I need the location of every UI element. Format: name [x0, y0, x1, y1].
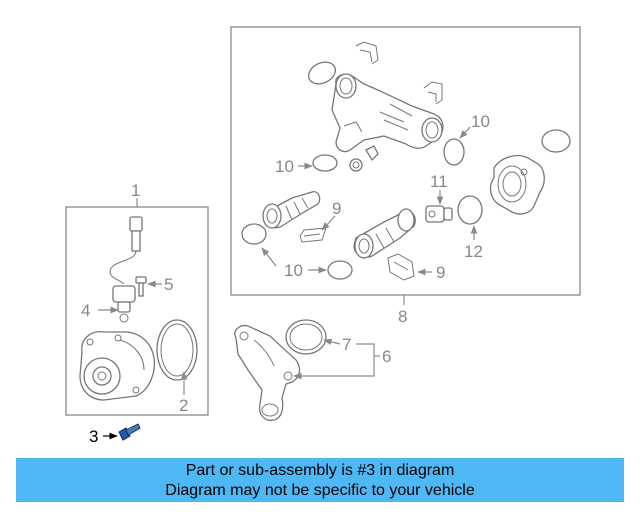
callout-6: 6: [382, 347, 391, 366]
sensor-part-4: [109, 216, 143, 323]
clip-part-top-left: [355, 41, 379, 65]
callout-7: 7: [342, 335, 351, 354]
callout-1: 1: [131, 181, 140, 200]
group-box-8: [230, 26, 581, 296]
hose-part-middle: [353, 208, 416, 259]
banner-line-1: Part or sub-assembly is #3 in diagram: [185, 462, 455, 479]
callout-10-middle: 10: [275, 157, 294, 176]
o-ring-part-10b: [443, 138, 465, 166]
clip-part-top-right: [423, 81, 443, 105]
o-ring-part-10c: [241, 223, 267, 245]
callout-9-lower: 9: [436, 263, 445, 282]
hose-part-left: [262, 191, 321, 229]
flange-pipe-part-6: [234, 324, 301, 421]
o-ring-part-10a: [312, 154, 338, 172]
fitting-part: [349, 145, 379, 172]
o-ring-far-right: [541, 129, 571, 153]
gasket-part-7: [285, 319, 327, 355]
o-ring-part-12: [457, 195, 483, 225]
callout-10-bottom: 10: [284, 261, 303, 280]
callout-4: 4: [81, 301, 90, 320]
clip-part-9a: [299, 227, 327, 243]
info-banner: Part or sub-assembly is #3 in diagram Di…: [16, 458, 624, 502]
outlet-housing-part: [489, 154, 545, 215]
screw-part-5: [135, 276, 147, 297]
callout-2: 2: [179, 396, 188, 415]
bolt-part-3[interactable]: [118, 423, 141, 441]
callout-5: 5: [164, 275, 173, 294]
connector-part-11: [425, 205, 453, 223]
water-pump-part: [79, 331, 156, 401]
callout-10-right: 10: [471, 112, 490, 131]
callout-3: 3: [89, 427, 98, 446]
callout-11: 11: [430, 172, 448, 191]
callout-12: 12: [464, 242, 483, 261]
callout-9-upper: 9: [332, 199, 341, 218]
o-ring-bottom: [327, 260, 353, 280]
thermostat-housing-part: [331, 73, 444, 153]
callout-8: 8: [398, 307, 407, 326]
gasket-part-2: [156, 319, 198, 381]
banner-line-2: Diagram may not be specific to your vehi…: [165, 482, 475, 499]
o-ring-top: [307, 61, 337, 85]
clip-part-9b: [387, 253, 415, 281]
